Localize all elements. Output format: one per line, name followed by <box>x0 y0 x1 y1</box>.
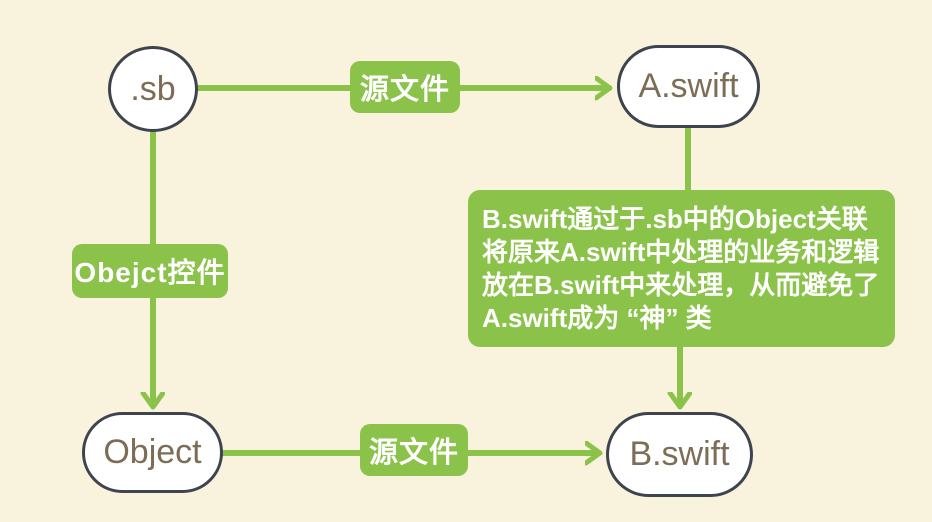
node-a-swift-label: A.swift <box>638 67 739 105</box>
node-sb: .sb <box>108 46 198 132</box>
annotation-line: A.swift成为 “神” 类 <box>482 303 712 333</box>
node-object-label: Object <box>103 433 202 471</box>
edge-label-source-file-top: 源文件 <box>350 61 460 113</box>
node-b-swift-label: B.swift <box>629 435 730 473</box>
annotation-line: 放在B.swift中来处理，从而避免了 <box>482 270 880 300</box>
edge-label-source-file-top-text: 源文件 <box>359 74 450 106</box>
node-b-swift: B.swift <box>606 412 753 497</box>
annotation-line: B.swift通过于.sb中的Object关联 <box>482 204 868 234</box>
annotation-box: B.swift通过于.sb中的Object关联 将原来A.swift中处理的业务… <box>468 190 895 347</box>
node-a-swift: A.swift <box>617 45 760 128</box>
node-sb-label: .sb <box>130 69 176 108</box>
edge-label-object-control: Obejct控件 <box>72 244 228 298</box>
edge-label-object-control-text: Obejct控件 <box>74 257 226 288</box>
annotation-line: 将原来A.swift中处理的业务和逻辑 <box>482 237 880 267</box>
edge-label-source-file-bottom: 源文件 <box>360 424 468 476</box>
edge-label-source-file-bottom-text: 源文件 <box>368 437 459 469</box>
node-object: Object <box>82 412 223 493</box>
